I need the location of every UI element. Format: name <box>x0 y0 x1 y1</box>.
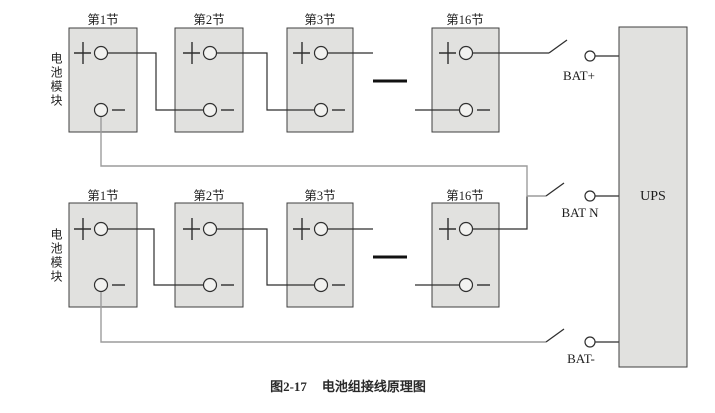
wire-r2-cell2-to-cell3 <box>217 228 314 286</box>
caption-number: 图2-17 <box>270 379 307 394</box>
switches <box>545 39 568 343</box>
positive-terminal-icon <box>74 42 109 64</box>
battery-cell-row1-1 <box>68 27 138 133</box>
positive-terminal-icon <box>439 42 474 64</box>
cell-label-r1-1: 第1节 <box>87 13 119 27</box>
bat-plus-label: BAT+ <box>563 68 595 83</box>
wire-r2-cell1-to-batminus <box>100 292 546 343</box>
negative-terminal-icon <box>458 102 490 118</box>
ups-label: UPS <box>640 189 666 204</box>
ups-box <box>618 26 688 368</box>
wiring <box>108 52 619 343</box>
switch-batplus-icon <box>548 39 568 54</box>
wire-r1-cell2-to-cell3 <box>217 52 314 111</box>
negative-terminal-icon <box>458 277 490 293</box>
switch-batn-icon <box>545 182 565 197</box>
wire-r1-cell1-to-cell2 <box>108 52 203 111</box>
battery-cell-row1-3 <box>286 27 354 133</box>
bat-terminal-circles <box>584 50 596 348</box>
battery-cell-row2-1 <box>68 202 138 308</box>
positive-terminal-icon <box>183 42 218 64</box>
positive-terminal-icon <box>183 218 218 240</box>
bat-minus-label: BAT- <box>567 351 595 366</box>
negative-terminal-icon <box>202 277 234 293</box>
batplus-terminal-icon <box>584 50 596 62</box>
wire-r2-cell16-to-neutral <box>473 196 528 230</box>
figure-caption: 图2-17 电池组接线原理图 <box>233 376 463 395</box>
cell-label-r2-3: 第3节 <box>304 189 336 203</box>
cell-label-r2-1: 第1节 <box>87 189 119 203</box>
positive-terminal-icon <box>293 42 329 64</box>
positive-terminal-icon <box>293 218 329 240</box>
positive-terminal-icon <box>74 218 109 240</box>
cell-label-r1-2: 第2节 <box>193 13 225 27</box>
switch-batminus-icon <box>545 328 565 343</box>
caption-title: 电池组接线原理图 <box>321 379 426 394</box>
cell-label-r1-3: 第3节 <box>304 13 336 27</box>
batn-terminal-icon <box>584 190 596 202</box>
battery-cell-row2-16 <box>431 202 500 308</box>
batminus-terminal-icon <box>584 336 596 348</box>
battery-module-label-row2: 电池模块 <box>49 228 63 284</box>
battery-cell-row1-2 <box>174 27 244 133</box>
battery-cell-row1-16 <box>431 27 500 133</box>
wiring-long-runs <box>100 117 546 343</box>
negative-terminal-icon <box>202 102 234 118</box>
negative-terminal-icon <box>313 102 345 118</box>
battery-cell-row2-3 <box>286 202 354 308</box>
wire-r1-cell1-to-batn <box>100 117 546 197</box>
battery-cell-row2-2 <box>174 202 244 308</box>
cell-label-r2-16: 第16节 <box>446 189 484 203</box>
cell-label-r2-2: 第2节 <box>193 189 225 203</box>
negative-terminal-icon <box>313 277 345 293</box>
cell-label-r1-16: 第16节 <box>446 13 484 27</box>
negative-terminal-icon <box>93 102 125 118</box>
bat-n-label: BAT N <box>561 205 599 220</box>
battery-module-label-row1: 电池模块 <box>49 52 63 108</box>
wire-r2-cell1-to-cell2 <box>108 228 203 286</box>
negative-terminal-icon <box>93 277 125 293</box>
positive-terminal-icon <box>439 218 474 240</box>
